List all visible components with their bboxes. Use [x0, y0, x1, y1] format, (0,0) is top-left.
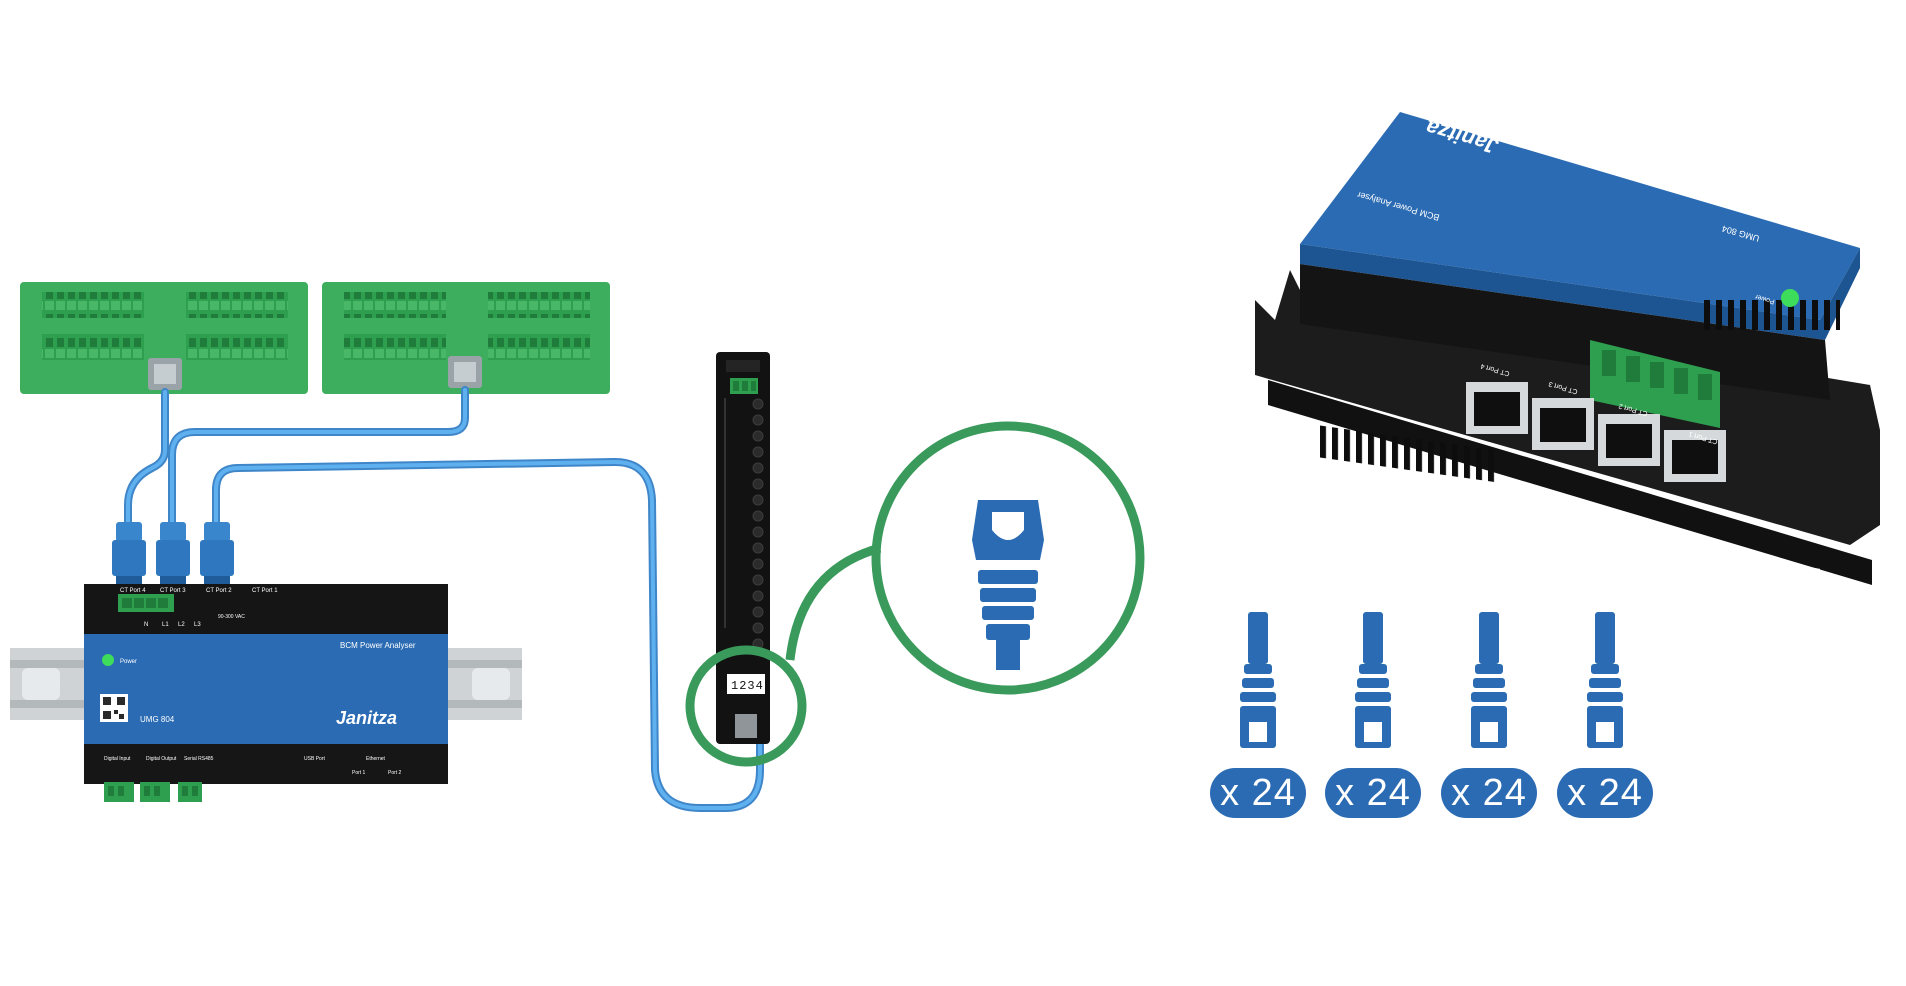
rj45-cable-icon	[1355, 612, 1391, 748]
quantity-badge-4: x 24	[1557, 768, 1653, 818]
power-label: Power	[120, 659, 137, 665]
sensor-hole	[752, 526, 764, 538]
sensor-holes	[752, 398, 764, 650]
sensor-hole	[752, 590, 764, 602]
qr-code-right	[1790, 563, 1820, 597]
rj45-connector-icon	[972, 500, 1044, 670]
sensor-hole	[752, 606, 764, 618]
rj45-port-ct3	[1532, 398, 1594, 450]
ethernet-port2-label: Port 2	[388, 770, 402, 776]
terminal-label-n: N	[144, 622, 148, 628]
cable-icon-row	[1240, 612, 1623, 748]
sensor-hole	[752, 478, 764, 490]
cable-plug-1	[112, 522, 146, 584]
ethernet-cables	[124, 386, 764, 812]
sensor-hole	[752, 446, 764, 458]
serial-label: Serial RS485	[184, 756, 214, 762]
quantity-badge-1: x 24	[1210, 768, 1306, 818]
umg-804-device-right: Janitza BCM Power Analyser UMG 804 Power	[1255, 112, 1880, 597]
qr-code	[100, 694, 128, 722]
sensor-hole	[752, 462, 764, 474]
rj45-ports-right	[1466, 382, 1726, 482]
usb-label: USB Port	[304, 756, 325, 762]
terminal-label-l3: L3	[194, 622, 201, 628]
quantity-badge-2: x 24	[1325, 768, 1421, 818]
cable-plugs	[112, 522, 234, 584]
ethernet-port1-label: Port 1	[352, 770, 366, 776]
sensor-hole	[752, 494, 764, 506]
ct-port-label-2: CT Port 2	[206, 588, 232, 594]
digital-input-label: Digital Input	[104, 756, 131, 762]
ct-terminal-board-left	[20, 282, 308, 394]
rj45-port-ct1	[1664, 430, 1726, 482]
model-label: UMG 804	[140, 715, 175, 724]
terminal-block-right	[1590, 340, 1720, 428]
power-led	[102, 654, 114, 666]
ct-port-label-1: CT Port 1	[252, 588, 278, 594]
umg-804-device-left: CT Port 4 CT Port 3 CT Port 2 CT Port 1 …	[10, 584, 522, 802]
ct-port-label-4: CT Port 4	[120, 588, 146, 594]
ethernet-label: Ethernet	[366, 756, 386, 762]
rj45-port-ct2	[1598, 414, 1660, 466]
sensor-hole	[752, 574, 764, 586]
ct-terminal-board-right	[322, 282, 610, 394]
sensor-counter: 1234	[731, 679, 764, 693]
cable-plug-3	[200, 522, 234, 584]
rj45-port-ct4	[1466, 382, 1528, 434]
highlight-small-circle	[685, 645, 807, 767]
quantity-badge-3: x 24	[1441, 768, 1537, 818]
sensor-hole	[752, 398, 764, 410]
terminal-label-l1: L1	[162, 622, 169, 628]
sensor-hole	[752, 542, 764, 554]
brand-logo: Janitza	[336, 708, 397, 728]
sensor-hole	[752, 414, 764, 426]
rj45-cable-icon	[1587, 612, 1623, 748]
rj45-cable-icon	[1240, 612, 1276, 748]
product-line-label: BCM Power Analyser	[340, 641, 416, 650]
highlight-callout	[685, 421, 1145, 767]
cable-plug-2	[156, 522, 190, 584]
rating-label: 90-300 VAC	[218, 614, 245, 620]
device-front-panel	[84, 634, 448, 744]
sensor-hole	[752, 558, 764, 570]
callout-connector	[785, 543, 882, 661]
bottom-terminal-blocks	[104, 782, 202, 802]
terminal-label-l2: L2	[178, 622, 185, 628]
digital-output-label: Digital Output	[146, 756, 177, 762]
branch-sensor-strip: 1234	[716, 352, 770, 744]
highlight-large-circle	[871, 421, 1145, 695]
sensor-hole	[752, 430, 764, 442]
rj45-cable-icon	[1471, 612, 1507, 748]
sensor-hole	[752, 622, 764, 634]
power-led-right	[1781, 289, 1799, 307]
ct-port-label-3: CT Port 3	[160, 588, 186, 594]
sensor-hole	[752, 510, 764, 522]
